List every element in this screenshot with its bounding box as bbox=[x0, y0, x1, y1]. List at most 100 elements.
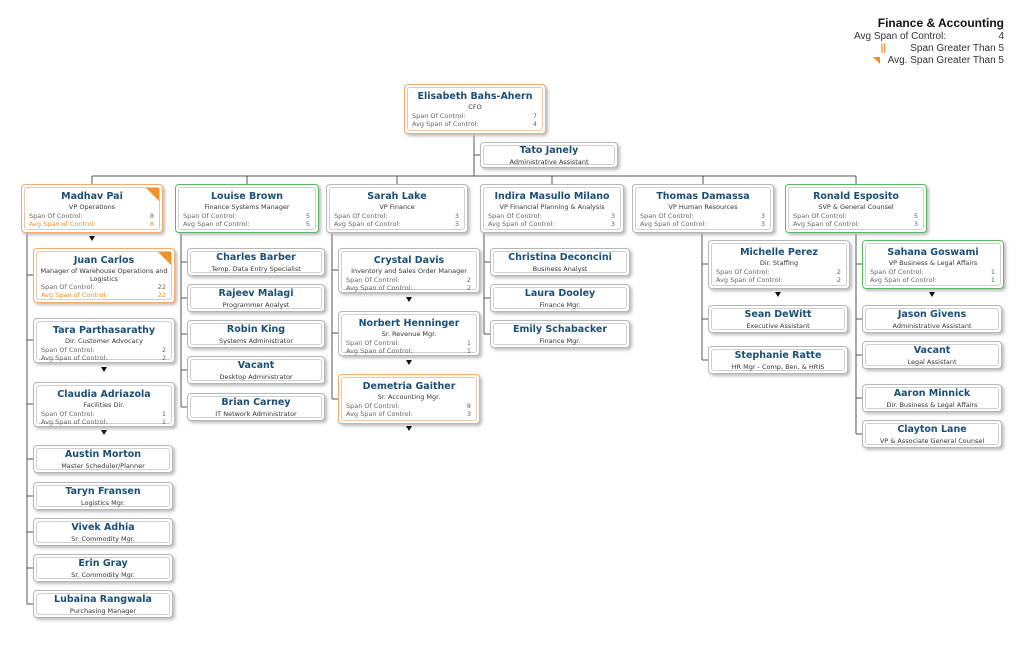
person-name: Michelle Perez bbox=[740, 247, 818, 258]
metric-label: Span Of Control: bbox=[41, 410, 95, 418]
span-of-control-row: Span Of Control:5 bbox=[183, 212, 310, 220]
job-title: Legal Assistant bbox=[907, 358, 957, 366]
span-of-control-row: Span Of Control:2 bbox=[716, 268, 841, 276]
job-title: Administrative Assistant bbox=[509, 158, 589, 166]
metric-value: 1 bbox=[466, 339, 471, 347]
metric-value: 1 bbox=[466, 347, 471, 355]
expand-toggle-demetria[interactable] bbox=[405, 426, 412, 431]
metric-label: Avg Span of Control: bbox=[41, 418, 108, 426]
job-title: Sr. Accounting Mgr. bbox=[377, 393, 441, 401]
card-inner-frame bbox=[36, 557, 170, 579]
card-inner-frame bbox=[36, 448, 170, 470]
card-inner-frame bbox=[865, 423, 999, 445]
card-inner-frame bbox=[493, 323, 627, 345]
expand-toggle-michelle[interactable] bbox=[774, 292, 781, 297]
avg-span-row: Avg Span of Control:4 bbox=[412, 120, 537, 128]
expand-toggle-claudia[interactable] bbox=[100, 430, 107, 435]
card-inner-frame bbox=[407, 87, 543, 131]
expand-toggle-crystal[interactable] bbox=[405, 297, 412, 302]
job-title: Inventory and Sales Order Manager bbox=[351, 267, 467, 275]
person-name: Vacant bbox=[237, 360, 275, 371]
card-inner-frame bbox=[190, 396, 322, 418]
metric-value: 8 bbox=[149, 220, 154, 228]
person-name: Elisabeth Bahs-Ahern bbox=[417, 91, 533, 102]
person-name: Sean DeWitt bbox=[744, 309, 812, 320]
person-name: Madhav Pai bbox=[61, 191, 123, 202]
job-title: Logistics Mgr. bbox=[80, 499, 126, 507]
card-inner-frame bbox=[190, 287, 322, 309]
legend-avg-greater-row: Avg. Span Greater Than 5 bbox=[854, 54, 1004, 66]
person-name: Rajeev Malagi bbox=[218, 288, 294, 299]
job-title: VP Financial Planning & Analysis bbox=[499, 203, 605, 211]
span-of-control-row: Span Of Control:8 bbox=[346, 402, 471, 410]
expand-toggle-tara[interactable] bbox=[100, 367, 107, 372]
person-name: Demetria Gaither bbox=[362, 381, 456, 392]
metric-value: 22 bbox=[157, 291, 166, 299]
expand-toggle-sahana[interactable] bbox=[928, 292, 935, 297]
card-inner-frame bbox=[190, 251, 322, 273]
legend-avg-label: Avg Span of Control: bbox=[854, 30, 947, 42]
metric-label: Avg Span of Control: bbox=[716, 276, 783, 284]
job-title: VP & Associate General Counsel bbox=[879, 437, 985, 445]
metric-value: 3 bbox=[760, 212, 765, 220]
span-of-control-row: Span Of Control:3 bbox=[488, 212, 615, 220]
job-title: Sr. Revenue Mgr. bbox=[381, 330, 437, 338]
expand-toggle-madhav[interactable] bbox=[88, 236, 95, 241]
job-title: Finance Mgr. bbox=[539, 301, 581, 309]
avg-span-row: Avg Span of Control:2 bbox=[346, 284, 471, 292]
metric-label: Span Of Control: bbox=[183, 212, 237, 220]
metric-value: 1 bbox=[990, 276, 995, 284]
card-inner-frame bbox=[635, 187, 771, 230]
span-of-control-row: Span Of Control:3 bbox=[334, 212, 459, 220]
person-name: Aaron Minnick bbox=[893, 388, 971, 399]
card-inner-frame bbox=[190, 323, 322, 345]
span-of-control-row: Span Of Control:2 bbox=[346, 276, 471, 284]
metric-value: 1 bbox=[161, 418, 166, 426]
metric-value: 2 bbox=[836, 268, 841, 276]
job-title: Sr. Commodity Mgr. bbox=[71, 571, 135, 579]
job-title: Finance Mgr. bbox=[539, 337, 581, 345]
person-name: Indira Masullo Milano bbox=[494, 191, 610, 202]
expand-toggle-norbert[interactable] bbox=[405, 360, 412, 365]
legend-avg-value: 4 bbox=[998, 30, 1004, 42]
metric-label: Span Of Control: bbox=[412, 112, 466, 120]
card-inner-frame bbox=[865, 387, 999, 409]
job-title: Sr. Commodity Mgr. bbox=[71, 535, 135, 543]
metric-label: Span Of Control: bbox=[29, 212, 83, 220]
